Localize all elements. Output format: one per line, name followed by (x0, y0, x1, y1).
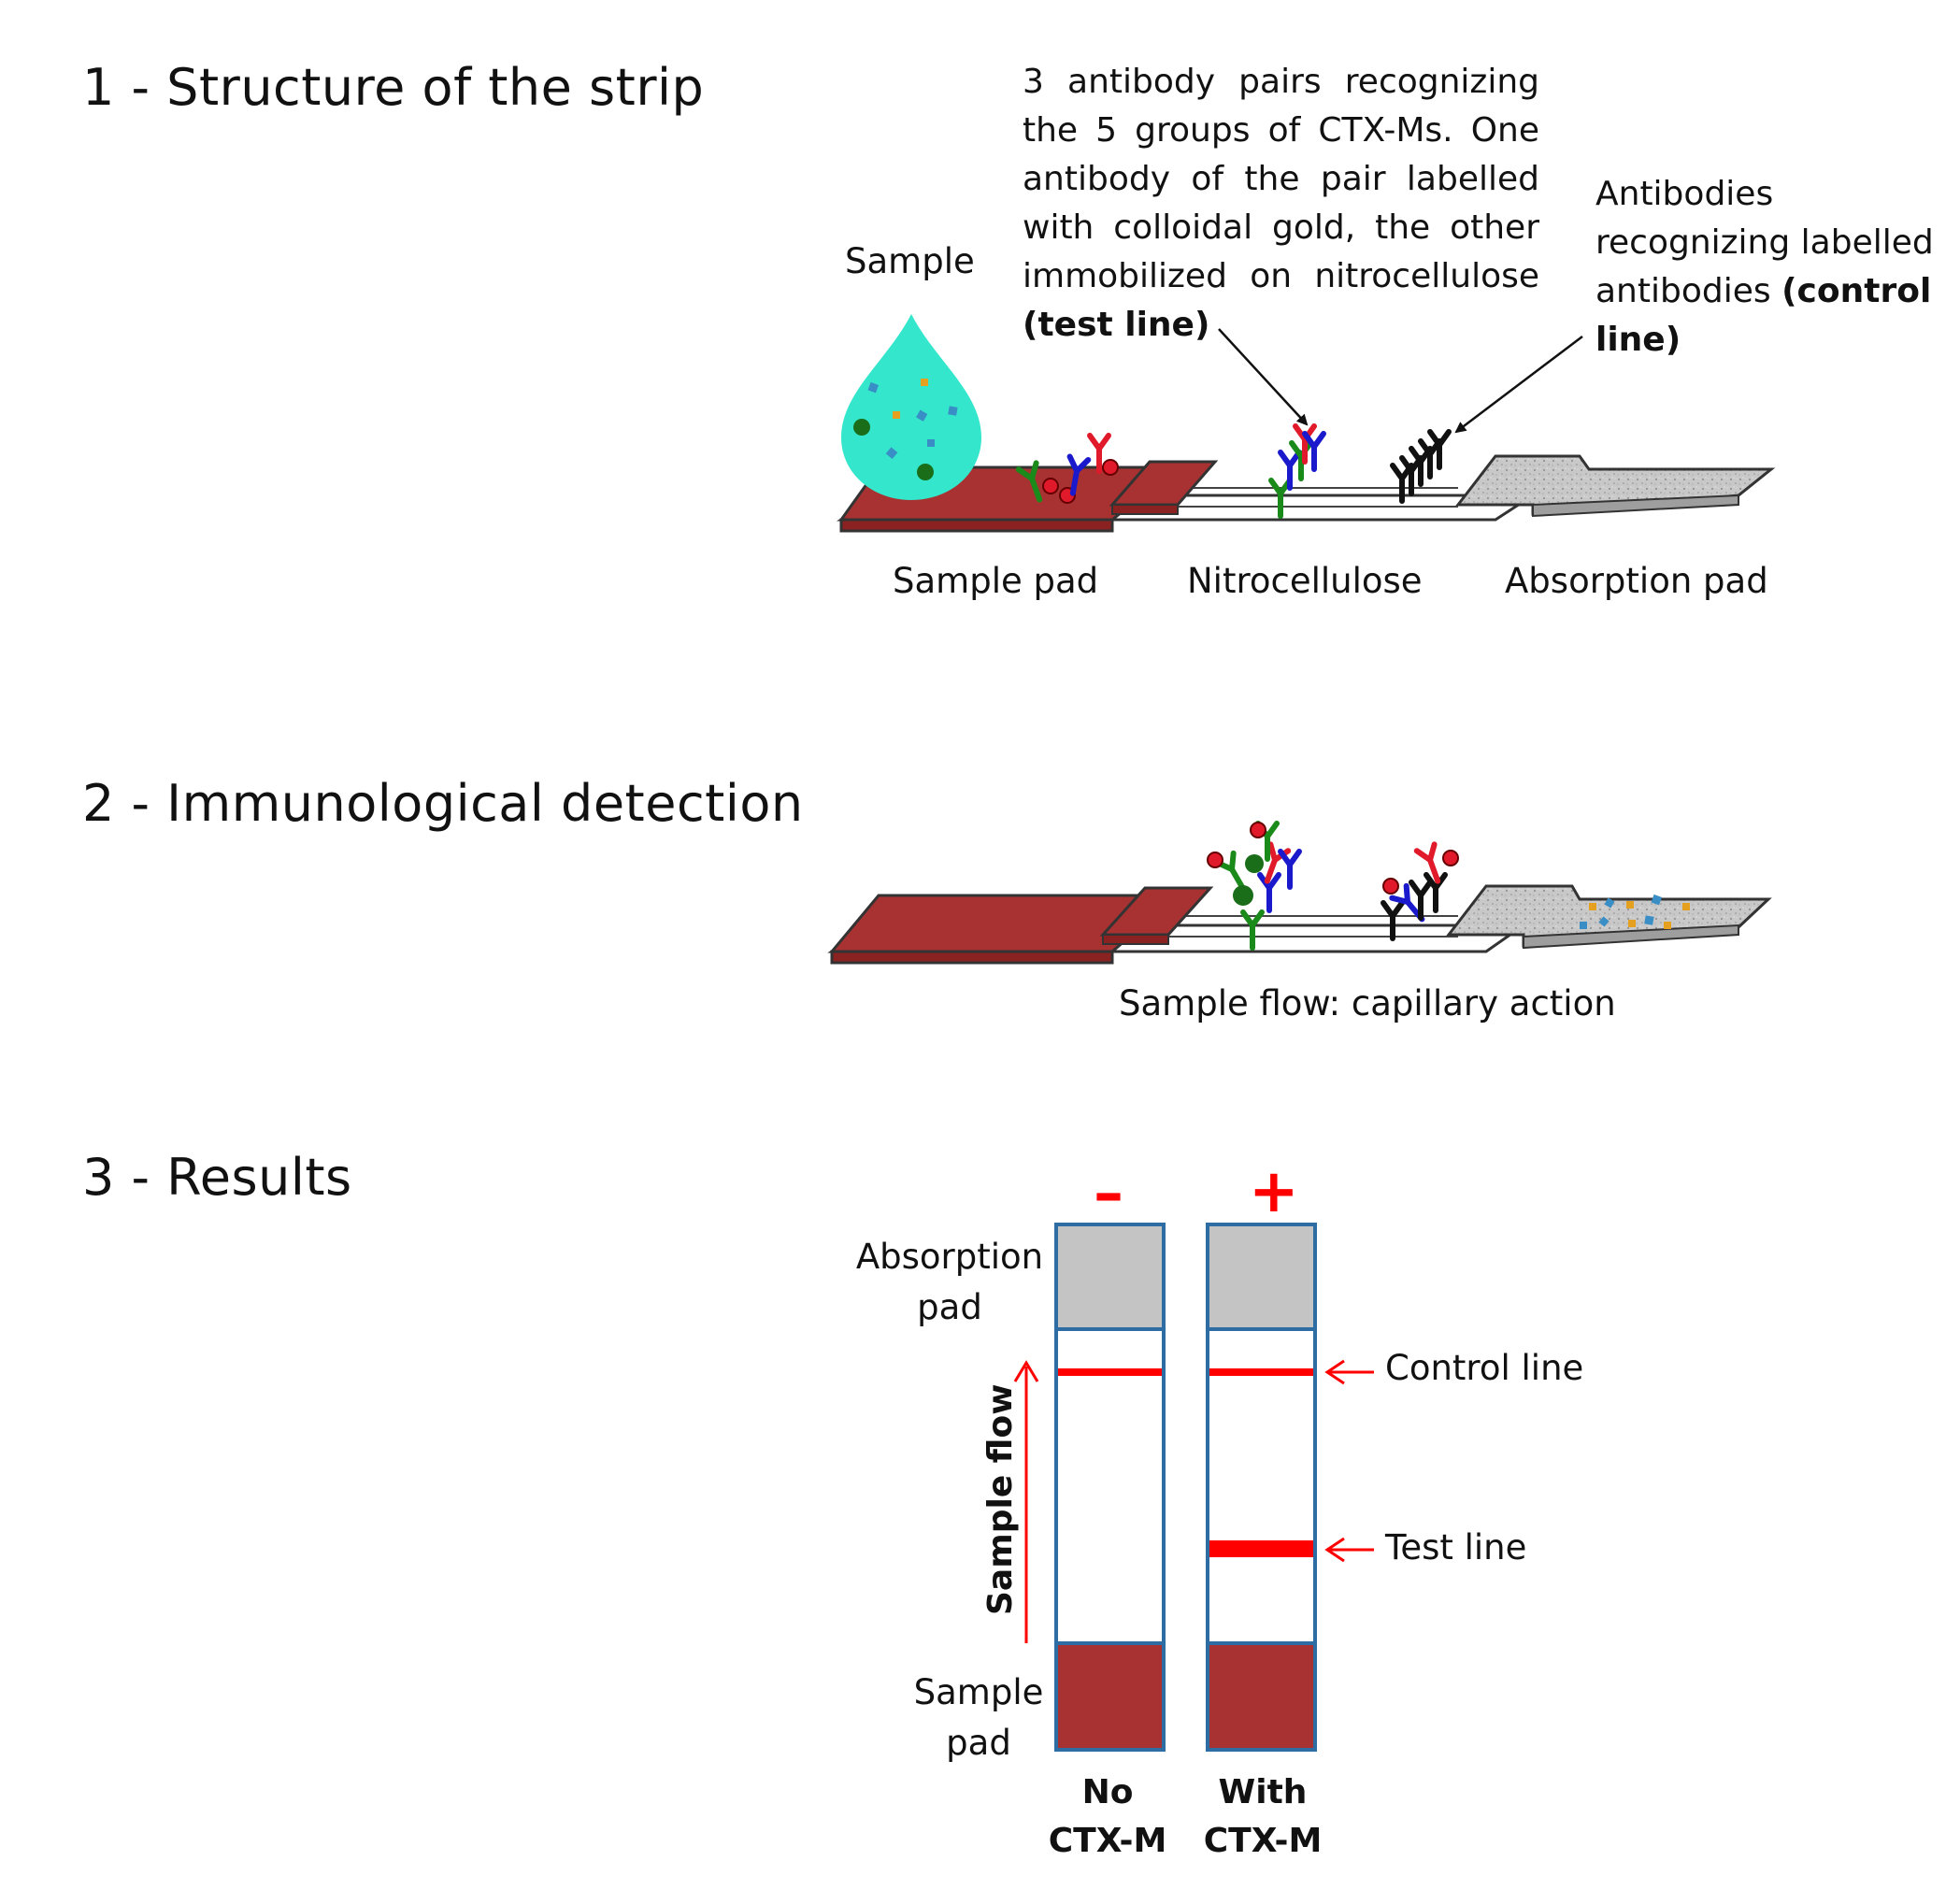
positive-strip-sample-pad (1209, 1645, 1313, 1748)
positive-symbol: + (1249, 1157, 1299, 1226)
positive-caption-line1: With (1218, 1773, 1308, 1811)
drop-shape (841, 314, 981, 500)
sample-drop (841, 314, 981, 500)
labelled-antibodies (1019, 436, 1119, 503)
negative-strip-control-line (1058, 1368, 1162, 1376)
flow-caption: Sample flow: capillary action (1119, 983, 1616, 1024)
negative-strip-sample-pad (1058, 1645, 1162, 1748)
sample-label: Sample (845, 241, 975, 281)
strip1-sample-pad-front (839, 518, 1114, 533)
negative-caption: No CTX-M (1037, 1768, 1178, 1866)
section1-heading: 1 - Structure of the strip (82, 58, 705, 117)
results-sample-pad-line1: Sample (913, 1672, 1044, 1712)
control-line-annotation-text: Antibodies recognizing labelled antibodi… (1595, 175, 1934, 310)
test-line-label: Test line (1385, 1527, 1527, 1568)
test-line-annotation-bold: (test line) (1023, 306, 1210, 344)
test-line-annotation-text: 3 antibody pairs recognizing the 5 group… (1023, 63, 1539, 295)
control-line-pointer (1454, 336, 1583, 434)
results-absorption-pad-label: Absorption pad (851, 1232, 1049, 1333)
strip2-test-line-complexes (1207, 823, 1299, 948)
results-sample-pad-label: Sample pad (908, 1668, 1049, 1768)
control-line-annotation: Antibodies recognizing labelled antibodi… (1595, 170, 1937, 365)
strip2-control-line-complexes (1383, 844, 1459, 938)
results-sample-pad-line2: pad (946, 1723, 1011, 1763)
section3-heading: 3 - Results (82, 1148, 352, 1207)
positive-strip-test-line (1209, 1540, 1313, 1557)
absorption-pad-label: Absorption pad (1505, 561, 1768, 601)
negative-symbol: – (1094, 1159, 1123, 1228)
results-absorption-pad-line2: pad (917, 1287, 982, 1327)
nitrocellulose-label: Nitrocellulose (1187, 561, 1423, 601)
results-absorption-pad-line1: Absorption (855, 1237, 1044, 1277)
strip-1 (836, 454, 1776, 533)
control-line-annotation-bold: (control line) (1595, 272, 1932, 359)
test-line-annotation: 3 antibody pairs recognizing the 5 group… (1023, 58, 1539, 350)
positive-strip-absorption-pad (1209, 1226, 1313, 1329)
negative-caption-line2: CTX-M (1048, 1822, 1167, 1860)
strip1-control-line-antibodies (1393, 432, 1449, 501)
negative-strip-absorption-pad (1058, 1226, 1162, 1329)
positive-result-strip (1206, 1223, 1317, 1752)
section2-heading: 2 - Immunological detection (82, 774, 804, 833)
control-line-label: Control line (1385, 1348, 1584, 1388)
negative-result-strip (1054, 1223, 1166, 1752)
negative-caption-line1: No (1081, 1773, 1134, 1811)
test-line-pointer (1218, 328, 1309, 426)
positive-caption: With CTX-M (1193, 1768, 1333, 1866)
strip-2 (827, 884, 1772, 965)
positive-strip-control-line (1209, 1368, 1313, 1376)
sample-pad-label: Sample pad (893, 561, 1099, 601)
positive-caption-line2: CTX-M (1203, 1822, 1323, 1860)
